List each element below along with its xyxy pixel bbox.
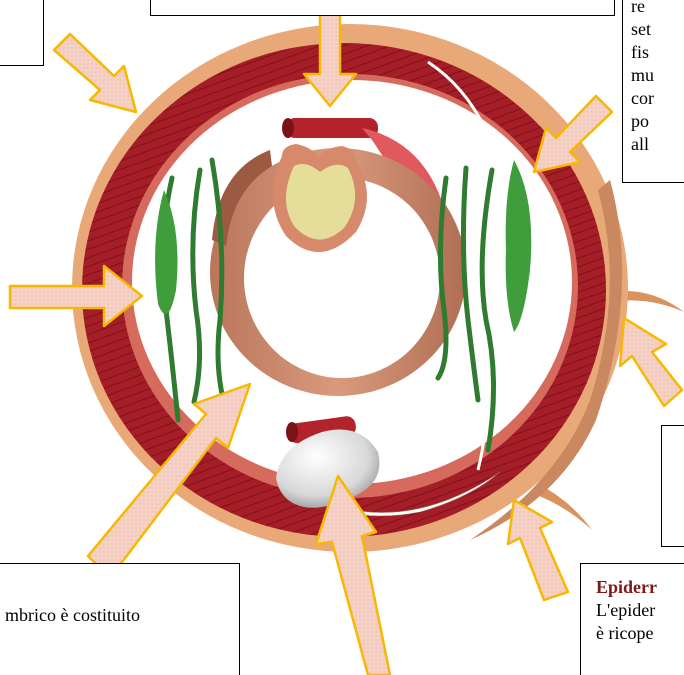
dorsal-blood-vessel (282, 118, 378, 138)
arrow-top-left (54, 34, 136, 112)
callout-mid-right (661, 425, 684, 547)
callout-top-left (0, 0, 44, 66)
arrow-right-middle (620, 318, 682, 406)
callout-line: set (631, 18, 684, 41)
callout-line: mu (631, 64, 684, 87)
callout-line: all (631, 133, 684, 156)
callout-line: po (631, 110, 684, 133)
callout-line: è ricope (596, 622, 684, 645)
arrow-bottom-right (508, 500, 568, 600)
callout-line: re (631, 0, 684, 18)
callout-line: fis (631, 41, 684, 64)
callout-line: L'epider (596, 599, 684, 622)
callout-top-center (150, 0, 615, 16)
callout-text: mbrico è costituito (5, 604, 140, 627)
callout-line: cor (631, 87, 684, 110)
callout-bottom-left: mbrico è costituito (0, 563, 240, 675)
callout-heading: Epiderr (596, 576, 684, 599)
callout-bottom-right: Epiderr L'epider è ricope (580, 563, 684, 675)
callout-top-right: re set fis mu cor po all (622, 0, 684, 183)
